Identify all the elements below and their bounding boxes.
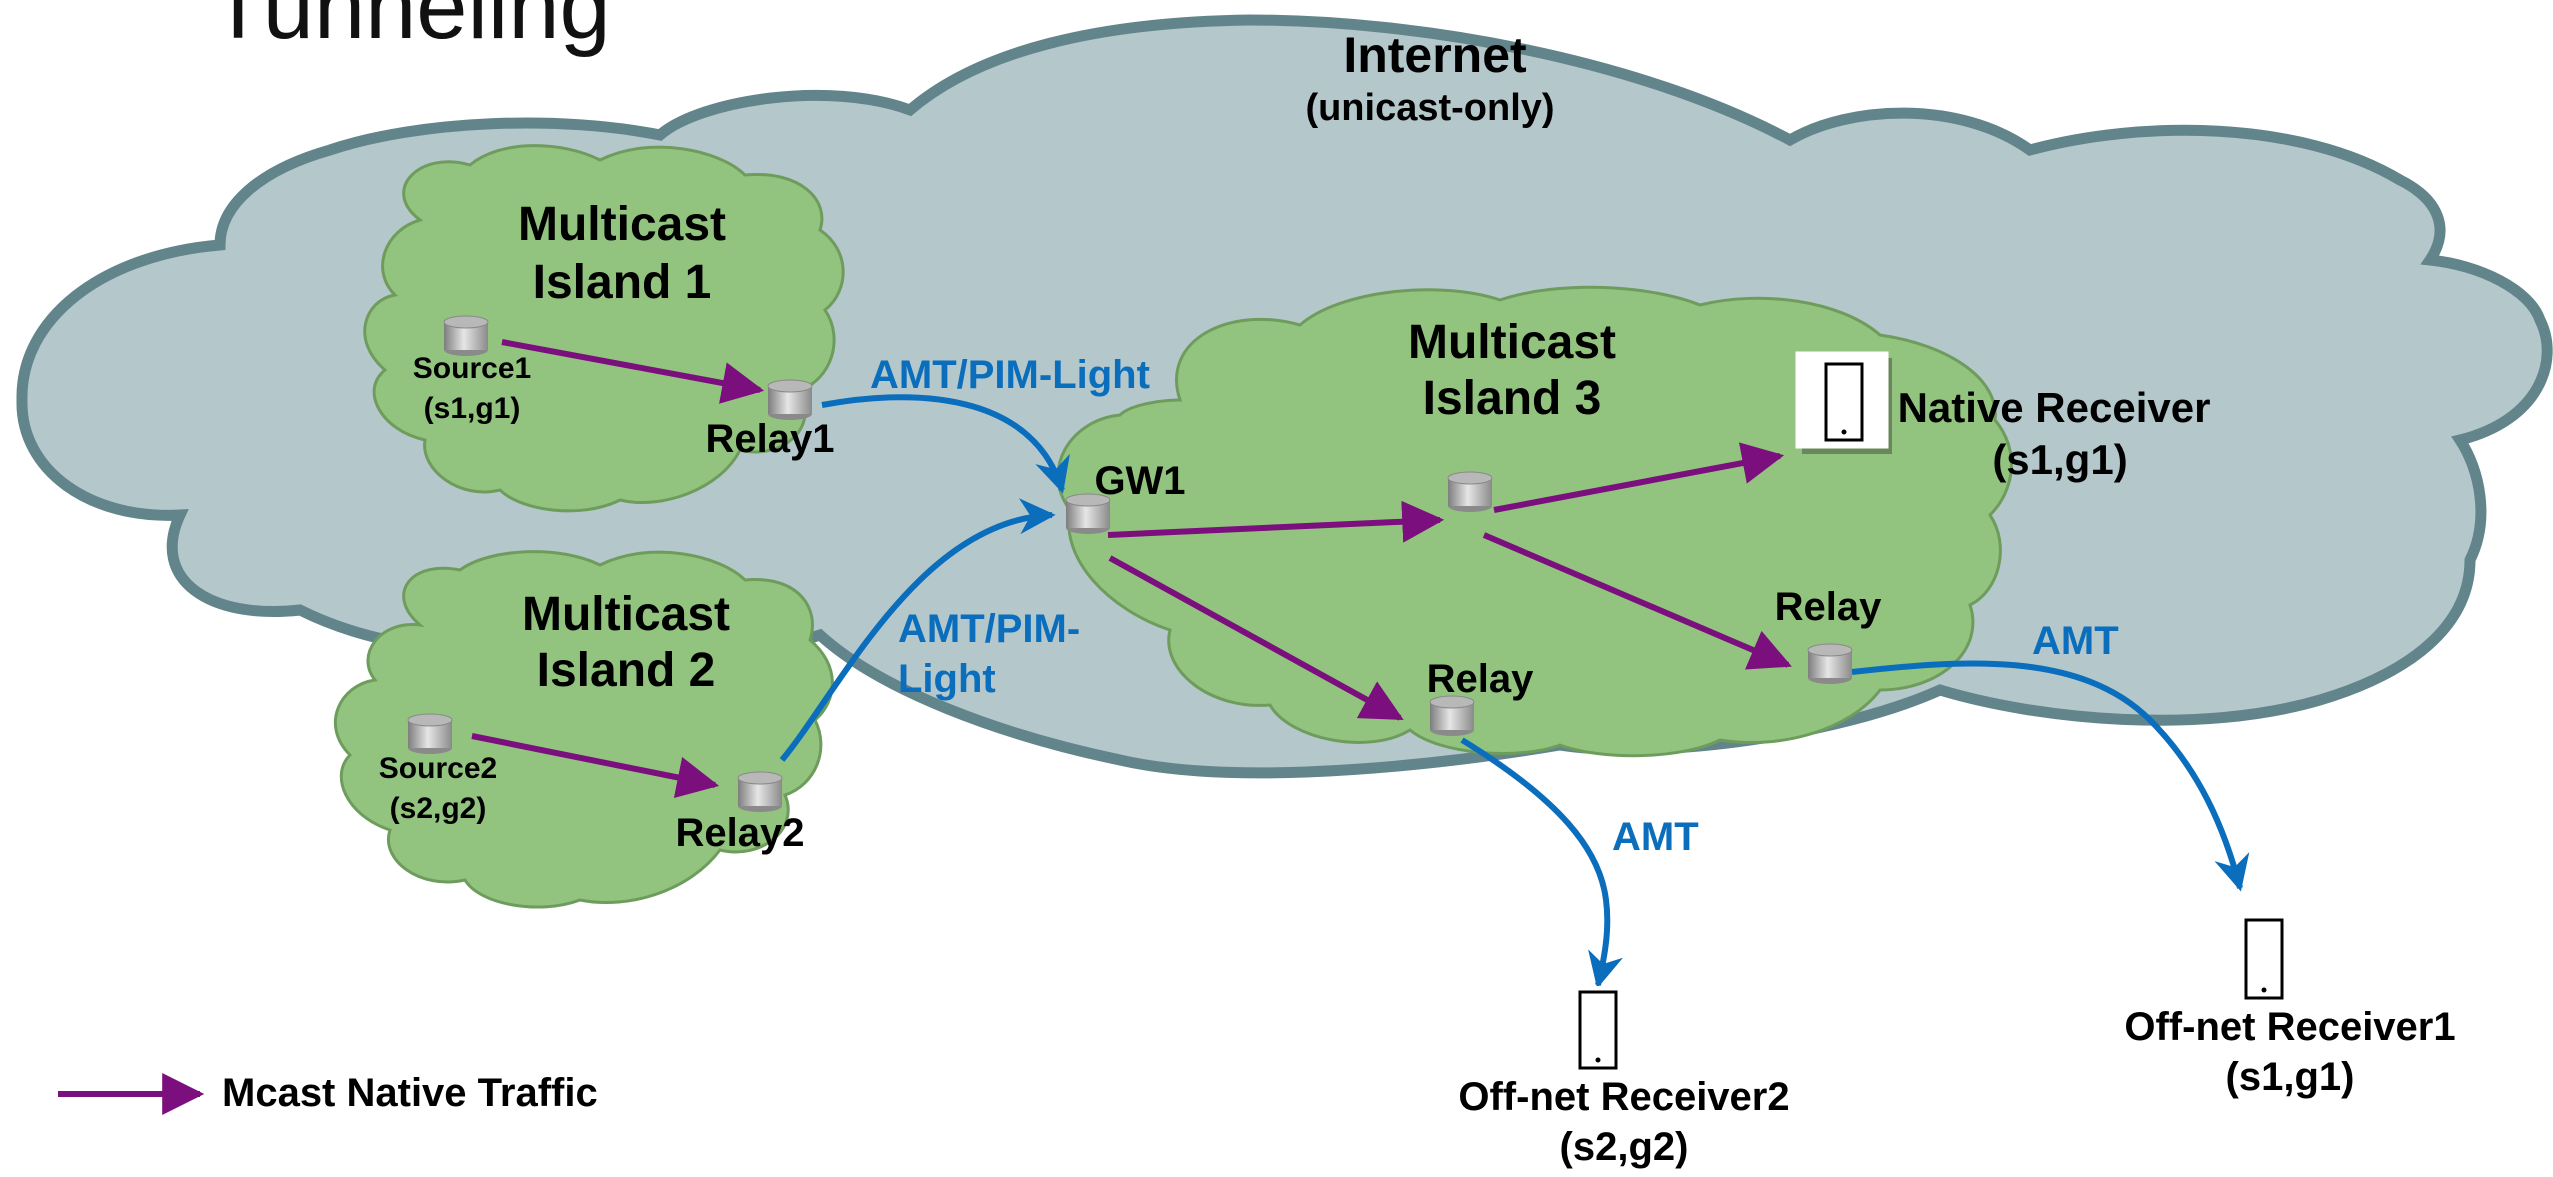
source1-label: Source1 [413,352,531,385]
relay1-label: Relay1 [706,417,835,461]
tunnel-relay-a-offnet2 [1460,737,1624,989]
tunnel-label-amt-pim-light-2-line2: Light [898,657,996,701]
island-1-cloud [363,144,845,513]
arrow-source1-relay1 [501,339,765,404]
relay-a-icon [1429,695,1475,737]
relay-b-icon [1807,643,1853,685]
arrow-gw1-relay-a [1108,555,1404,721]
gw1-label: GW1 [1094,459,1185,503]
offnet-receiver2-icon [1550,986,1642,1072]
island-2-label-line1: Multicast [522,588,730,641]
tunnel-label-amt-2: AMT [2032,619,2119,663]
offnet-receiver1-icon [2218,916,2310,1008]
offnet-receiver2-group: (s2,g2) [1560,1125,1689,1169]
tunnel-relay2-gw1 [779,498,1056,762]
island-2-cloud [333,550,834,909]
native-receiver-label: Native Receiver [1898,384,2211,431]
source1-group: (s1,g1) [424,392,521,425]
native-traffic-arrows [471,339,1792,799]
tunnel-label-amt-pim-light-2-line1: AMT/PIM- [898,607,1080,651]
island-1-label-line1: Multicast [518,198,726,251]
island-3-label-line1: Multicast [1408,316,1616,369]
tunnel-arrows [779,394,2250,989]
arrow-relay-mid-native-receiver [1493,442,1785,513]
island-2-label-line2: Island 2 [537,644,716,697]
arrow-relay-mid-relay-b [1482,532,1792,670]
island-1-label-line2: Island 1 [533,256,712,309]
offnet-receiver1-label: Off-net Receiver1 [2124,1005,2455,1049]
tunnel-label-amt-pim-light-1: AMT/PIM-Light [870,353,1150,397]
arrow-source2-relay2 [471,733,720,799]
relay2-label: Relay2 [676,811,805,855]
source2-label: Source2 [379,752,497,785]
internet-title: Internet [1343,27,1527,83]
offnet-receiver1-group: (s1,g1) [2226,1055,2355,1099]
relay-a-label: Relay [1427,657,1534,701]
tunnel-label-amt-1: AMT [1612,815,1699,859]
arrow-gw1-relay-mid [1107,500,1445,543]
source1-icon [443,315,489,357]
offnet-receiver2-label: Off-net Receiver2 [1458,1075,1789,1119]
source2-icon [407,713,453,755]
relay1-icon [767,379,813,421]
native-receiver-icon [1795,351,1892,454]
legend: Mcast Native Traffic [58,1071,598,1115]
tunnel-relay1-gw1 [821,394,1070,494]
native-receiver-group: (s1,g1) [1992,436,2127,483]
relay-b-label: Relay [1775,585,1882,629]
relay2-icon [737,771,783,813]
island-3-label-line2: Island 3 [1423,372,1602,425]
tunnel-relay-b-offnet1 [1851,660,2250,892]
internet-subtitle: (unicast-only) [1305,87,1554,129]
source2-group: (s2,g2) [390,792,487,825]
slide-title-fragment: Tunneling [210,0,611,58]
legend-label: Mcast Native Traffic [222,1071,598,1115]
relay-mid-icon [1447,471,1493,513]
